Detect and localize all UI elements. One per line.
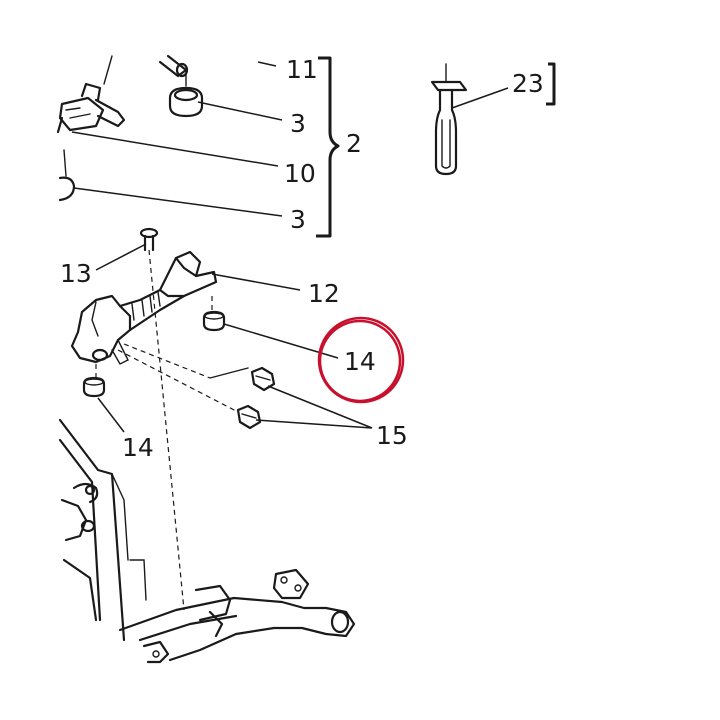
fuel-pipe-11 bbox=[158, 54, 189, 78]
bracket-group-23 bbox=[546, 62, 556, 106]
bracket-12 bbox=[70, 250, 218, 365]
frame bbox=[58, 418, 356, 664]
grommet-3-upper bbox=[168, 71, 204, 118]
callout-14: 14 bbox=[122, 433, 154, 462]
fuel-fitting-assembly bbox=[56, 55, 126, 134]
clip-23 bbox=[430, 63, 468, 176]
grommet-14-right bbox=[202, 296, 226, 332]
callout-3-upper: 3 bbox=[290, 109, 306, 138]
callout-23: 23 bbox=[512, 69, 544, 98]
grommet-3-lower bbox=[58, 149, 76, 202]
callout-2: 2 bbox=[346, 129, 362, 158]
grommet-14-left bbox=[82, 364, 106, 398]
callout-14-highlighted: 14 bbox=[344, 347, 376, 376]
bracket-group-2 bbox=[316, 56, 340, 238]
callout-10: 10 bbox=[284, 159, 316, 188]
callout-11: 11 bbox=[286, 55, 318, 84]
clips-15 bbox=[236, 366, 276, 430]
pin-13 bbox=[139, 227, 159, 252]
callout-15: 15 bbox=[376, 421, 408, 450]
callout-13: 13 bbox=[60, 259, 92, 288]
callout-3-lower: 3 bbox=[290, 205, 306, 234]
highlight-circle bbox=[317, 316, 405, 404]
callout-12: 12 bbox=[308, 279, 340, 308]
